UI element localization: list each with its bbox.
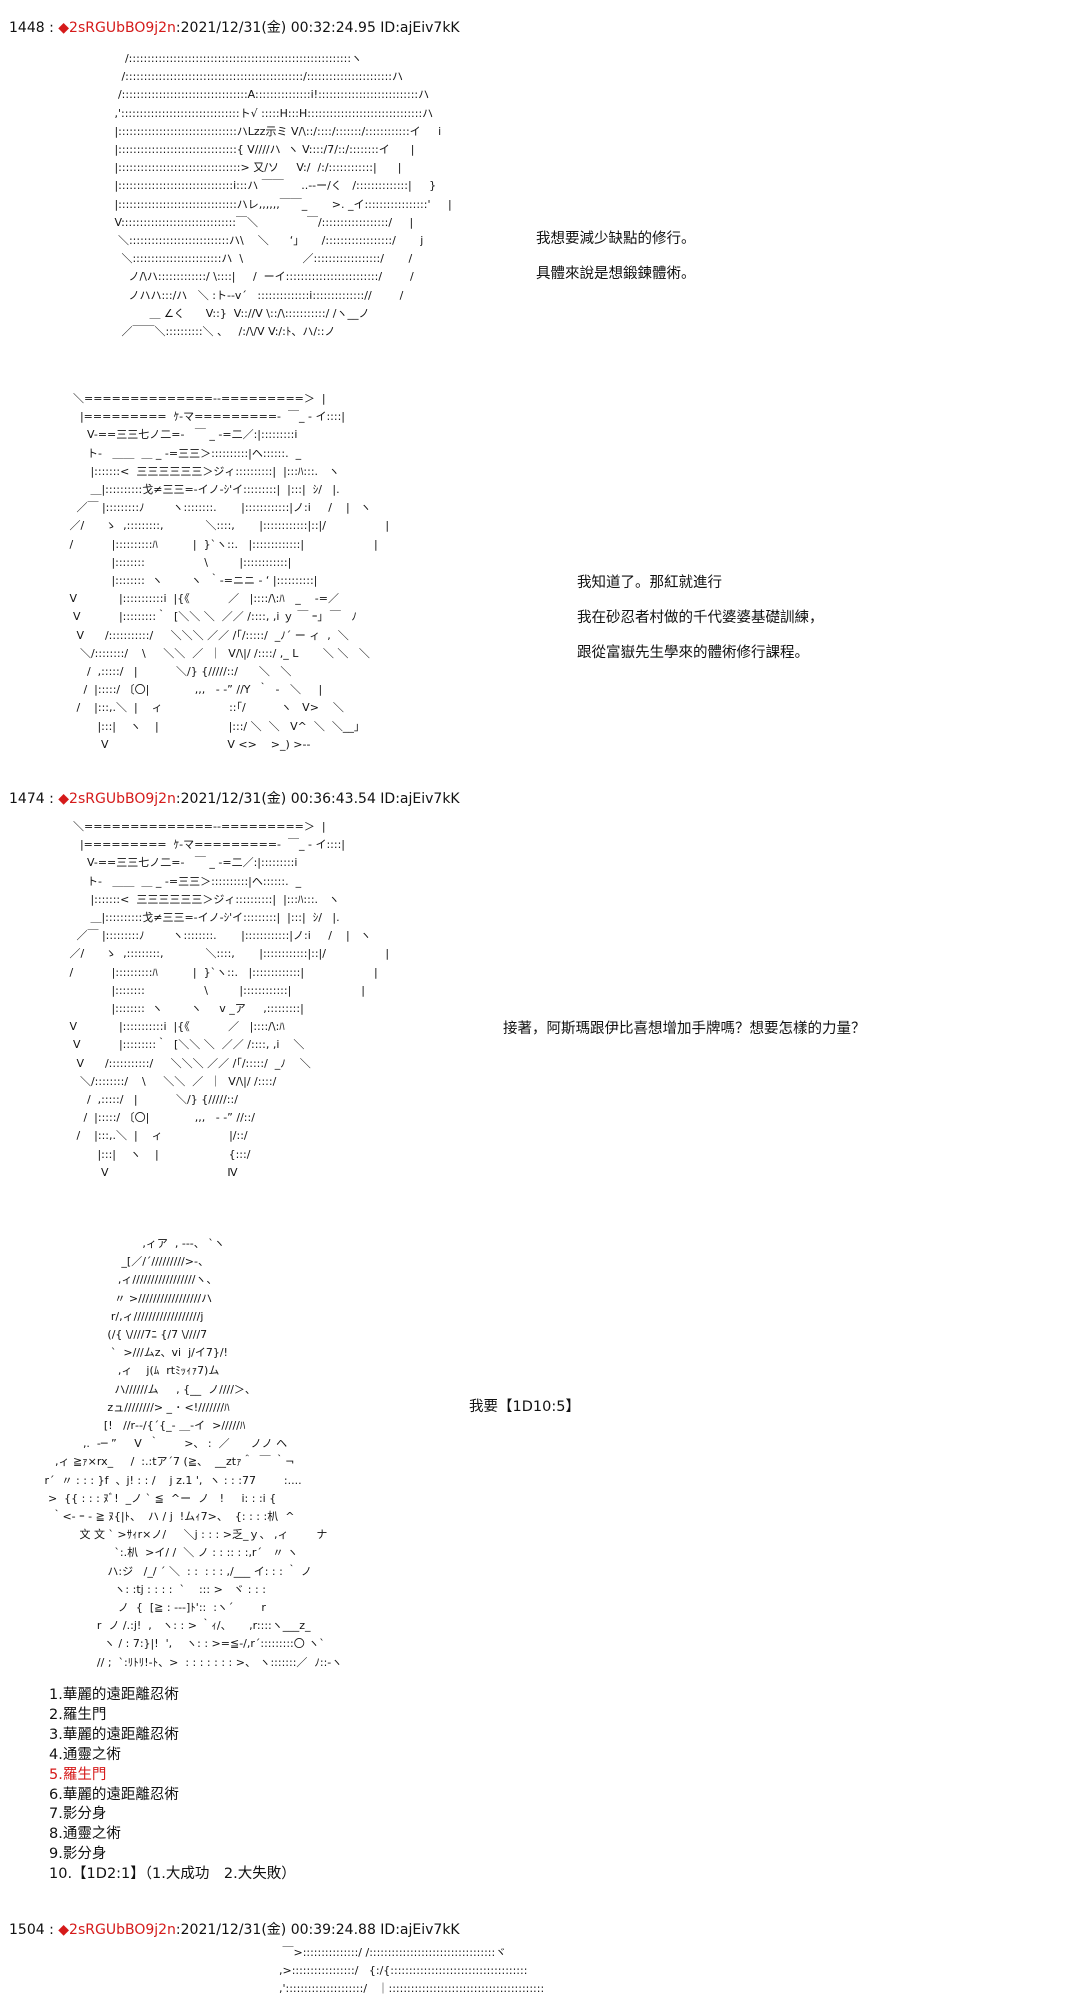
header-separator: : xyxy=(44,20,59,36)
post-header: 1474 : ◆2sRGUbBO9j2n:2021/12/31(金) 00:36… xyxy=(9,788,460,808)
choice-item: 1.華麗的遠距離忍術 xyxy=(49,1687,179,1703)
trip-diamond-icon: ◆ xyxy=(58,20,70,36)
dialogue-line: 具體來說是想鍛鍊體術。 xyxy=(536,266,696,282)
post-header: 1504 : ◆2sRGUbBO9j2n:2021/12/31(金) 00:39… xyxy=(9,1919,460,1939)
post-number[interactable]: 1448 xyxy=(9,20,45,36)
choice-item: 8.通靈之術 xyxy=(49,1826,121,1843)
ascii-art-partial: ￣>:::::::::::::::/ /::::::::::::::::::::… xyxy=(278,1946,545,1996)
tripcode: 2sRGUbBO9j2n xyxy=(69,20,176,36)
tripcode: 2sRGUbBO9j2n xyxy=(69,791,176,807)
ascii-art-face: /:::::::::::::::::::::::::::::::::::::::… xyxy=(114,52,452,339)
dialogue-block-2: 我知道了。那紅就進行 我在砂忍者村做的千代婆婆基礎訓練， 跟從富嶽先生學來的體術… xyxy=(577,566,824,671)
post-datetime: :2021/12/31(金) 00:32:24.95 ID:ajEiv7kK xyxy=(175,20,460,36)
trip-diamond-icon: ◆ xyxy=(58,791,70,807)
dialogue-block-1: 我想要減少缺點的修行。 具體來說是想鍛鍊體術。 xyxy=(536,222,696,292)
dialogue-line: 我要【1D10:5】 xyxy=(469,1399,580,1415)
dialogue-block-3: 接著，阿斯瑪跟伊比喜想增加手牌嗎？想要怎樣的力量？ xyxy=(503,1012,866,1047)
dialogue-line: 我想要減少缺點的修行。 xyxy=(536,231,696,247)
choice-item: 4.通靈之術 xyxy=(49,1746,121,1763)
trip-diamond-icon: ◆ xyxy=(58,1922,70,1938)
choice-item: 9.影分身 xyxy=(49,1846,107,1863)
choice-item-selected: 5.羅生門 xyxy=(49,1766,107,1783)
choice-item: 7.影分身 xyxy=(49,1806,107,1823)
post-datetime: :2021/12/31(金) 00:36:43.54 ID:ajEiv7kK xyxy=(175,791,460,807)
ascii-art-character: ,ィア , ‐--、 `ヽ _[／/´/////////>-、 ,ィ//////… xyxy=(44,1237,343,1669)
header-separator: : xyxy=(44,791,59,807)
dialogue-line: 跟從富嶽先生學來的體術修行課程。 xyxy=(577,645,809,661)
dialogue-line: 我知道了。那紅就進行 xyxy=(577,575,722,591)
choice-item: 3.華麗的遠距離忍術 xyxy=(49,1726,179,1743)
post-header: 1448 : ◆2sRGUbBO9j2n:2021/12/31(金) 00:32… xyxy=(9,17,460,37)
tripcode: 2sRGUbBO9j2n xyxy=(69,1922,176,1938)
post-number[interactable]: 1504 xyxy=(9,1922,45,1938)
choice-list: 1.華麗的遠距離忍術 2.羅生門 3.華麗的遠距離忍術 4.通靈之術 5.羅生門… xyxy=(49,1686,296,1885)
choice-item: 10.【1D2:1】（1.大成功 2.大失敗） xyxy=(49,1866,296,1883)
choice-item: 2.羅生門 xyxy=(49,1706,107,1723)
ascii-art-ninja: ＼==============--=========＞ | |=========… xyxy=(69,820,390,1179)
choice-item: 6.華麗的遠距離忍術 xyxy=(49,1786,179,1803)
post-datetime: :2021/12/31(金) 00:39:24.88 ID:ajEiv7kK xyxy=(175,1922,460,1938)
dialogue-block-4: 我要【1D10:5】 xyxy=(469,1390,580,1425)
ascii-art-ninja-with-sword: ＼==============--=========＞ | |=========… xyxy=(69,392,390,751)
header-separator: : xyxy=(44,1922,59,1938)
dialogue-line: 接著，阿斯瑪跟伊比喜想增加手牌嗎？想要怎樣的力量？ xyxy=(503,1021,866,1037)
post-number[interactable]: 1474 xyxy=(9,791,45,807)
dialogue-line: 我在砂忍者村做的千代婆婆基礎訓練， xyxy=(577,610,824,626)
